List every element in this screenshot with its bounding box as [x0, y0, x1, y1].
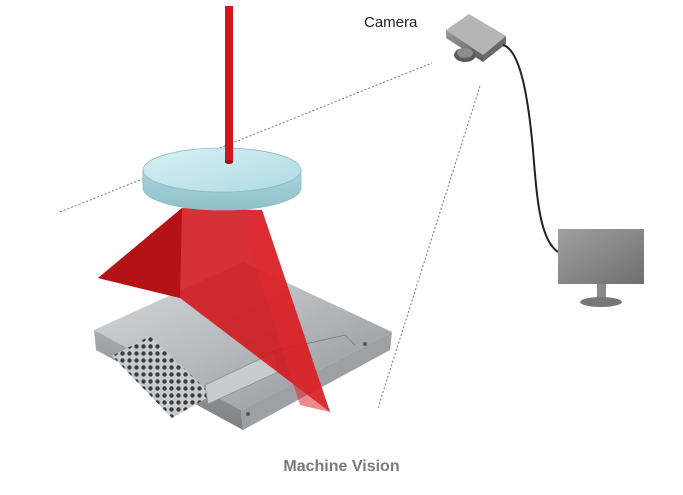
laser-fan [98, 208, 330, 412]
sight-line-left [59, 62, 433, 213]
lens-disc [142, 147, 302, 211]
camera-icon [446, 14, 506, 62]
sight-line-right [377, 85, 481, 409]
camera-label: Camera [364, 14, 418, 31]
camera-cable [502, 44, 559, 253]
diagram-caption: Machine Vision [283, 458, 400, 475]
perforated-panel [112, 336, 212, 418]
laser-beam [225, 6, 233, 162]
monitor-icon [558, 229, 644, 307]
